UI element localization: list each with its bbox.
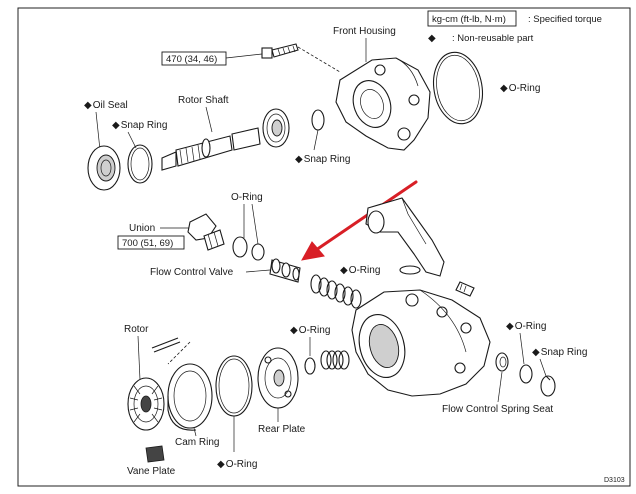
small-bolt-part bbox=[455, 281, 475, 297]
snap-ring-mid-part bbox=[311, 109, 325, 131]
diamond-icon: ◆ bbox=[340, 265, 348, 276]
label-torque-700: 700 (51, 69) bbox=[122, 238, 173, 249]
leader-oring-union bbox=[243, 203, 259, 245]
front-housing-part bbox=[335, 57, 431, 151]
diamond-icon: ◆ bbox=[532, 347, 540, 358]
leader-rotor bbox=[137, 335, 141, 381]
diagram-frame bbox=[17, 7, 631, 487]
rotor-pin-a-part bbox=[151, 337, 179, 349]
label-snap-ring-mid: ◆Snap Ring bbox=[295, 154, 350, 165]
leader-snap-ring-right bbox=[539, 358, 547, 377]
leader-flow-control-valve bbox=[245, 269, 271, 273]
diamond-icon: ◆ bbox=[217, 459, 225, 470]
label-flow-control-valve: Flow Control Valve bbox=[150, 267, 234, 278]
diamond-icon: ◆ bbox=[500, 83, 508, 94]
label-rotor-shaft: Rotor Shaft bbox=[178, 95, 229, 106]
label-oil-seal: ◆Oil Seal bbox=[84, 100, 128, 111]
rear-oring-large-part bbox=[215, 355, 253, 417]
cam-ring-part bbox=[167, 363, 213, 431]
label-oring-front: ◆O-Ring bbox=[500, 83, 540, 94]
vane-plate-part bbox=[145, 445, 165, 463]
valve-spring-part bbox=[310, 274, 362, 309]
leader-snap-ring-left bbox=[127, 131, 137, 149]
label-union: Union bbox=[129, 223, 155, 234]
label-oring-union: O-Ring bbox=[231, 192, 263, 203]
right-snap-ring-part bbox=[540, 375, 556, 397]
leader-torque-470 bbox=[225, 53, 263, 59]
union-oring-a-part bbox=[232, 236, 248, 258]
union-oring-b-part bbox=[251, 243, 265, 261]
label-oring-rear-spring: ◆O-Ring bbox=[290, 325, 330, 336]
union-fitting-part bbox=[187, 213, 225, 251]
main-housing-part bbox=[351, 289, 491, 397]
flow-control-spring-seat-part bbox=[495, 352, 509, 372]
legend-torque-box bbox=[427, 10, 517, 27]
label-snap-ring-right: ◆Snap Ring bbox=[532, 347, 587, 358]
figure-code: D3103 bbox=[604, 477, 625, 484]
label-oring-bottom: ◆O-Ring bbox=[217, 459, 257, 470]
diamond-icon: ◆ bbox=[112, 120, 120, 131]
leader-oil-seal bbox=[95, 111, 101, 151]
red-arrow-icon bbox=[301, 180, 418, 261]
rotor-shaft-part bbox=[161, 127, 261, 171]
pin-axis-dashed bbox=[167, 341, 191, 365]
union-bracket-part bbox=[365, 197, 445, 277]
label-rotor: Rotor bbox=[124, 324, 149, 335]
legend: kg-cm (ft-lb, N·m) : Specified torque ◆ … bbox=[427, 10, 602, 44]
leader-rotor-shaft bbox=[205, 106, 213, 133]
front-oring-part bbox=[433, 51, 483, 125]
leader-snap-ring-mid bbox=[313, 129, 319, 151]
diamond-icon: ◆ bbox=[290, 325, 298, 336]
label-rear-plate: Rear Plate bbox=[258, 424, 306, 435]
diamond-icon: ◆ bbox=[506, 321, 514, 332]
label-snap-ring-left: ◆Snap Ring bbox=[112, 120, 167, 131]
legend-torque-desc: : Specified torque bbox=[528, 14, 602, 25]
legend-nonreusable-desc: : Non-reusable part bbox=[452, 33, 534, 44]
label-front-housing: Front Housing bbox=[333, 26, 396, 37]
label-vane-plate: Vane Plate bbox=[127, 466, 176, 477]
housing-bolt-part bbox=[261, 43, 299, 59]
shaft-bearing-part bbox=[262, 108, 290, 148]
label-cam-ring: Cam Ring bbox=[175, 437, 219, 448]
legend-torque-units: kg-cm (ft-lb, N·m) bbox=[432, 14, 506, 25]
leader-flow-control-spring-seat bbox=[497, 371, 503, 403]
torque-box-700 bbox=[117, 235, 185, 250]
label-flow-control-spring-seat: Flow Control Spring Seat bbox=[442, 404, 553, 415]
right-oring-part bbox=[519, 364, 533, 384]
rotor-part bbox=[127, 377, 165, 431]
leader-cam-ring bbox=[193, 427, 197, 437]
torque-box-470 bbox=[161, 51, 227, 66]
flow-control-valve-part bbox=[269, 258, 301, 283]
diamond-icon: ◆ bbox=[84, 100, 92, 111]
label-torque-470: 470 (34, 46) bbox=[166, 54, 217, 65]
bolt-axis-dashed bbox=[297, 46, 341, 73]
rear-plate-part bbox=[257, 347, 299, 409]
leader-oring-right bbox=[519, 332, 525, 365]
snap-ring-left-part bbox=[127, 144, 153, 184]
diamond-icon: ◆ bbox=[295, 154, 303, 165]
label-oring-mid: ◆O-Ring bbox=[340, 265, 380, 276]
rear-spring-part bbox=[320, 350, 350, 370]
label-oring-right: ◆O-Ring bbox=[506, 321, 546, 332]
mid-oring-part bbox=[399, 265, 421, 275]
legend-diamond-icon: ◆ bbox=[428, 33, 436, 44]
rear-small-oring-part bbox=[304, 357, 316, 375]
oil-seal-part bbox=[87, 145, 121, 191]
